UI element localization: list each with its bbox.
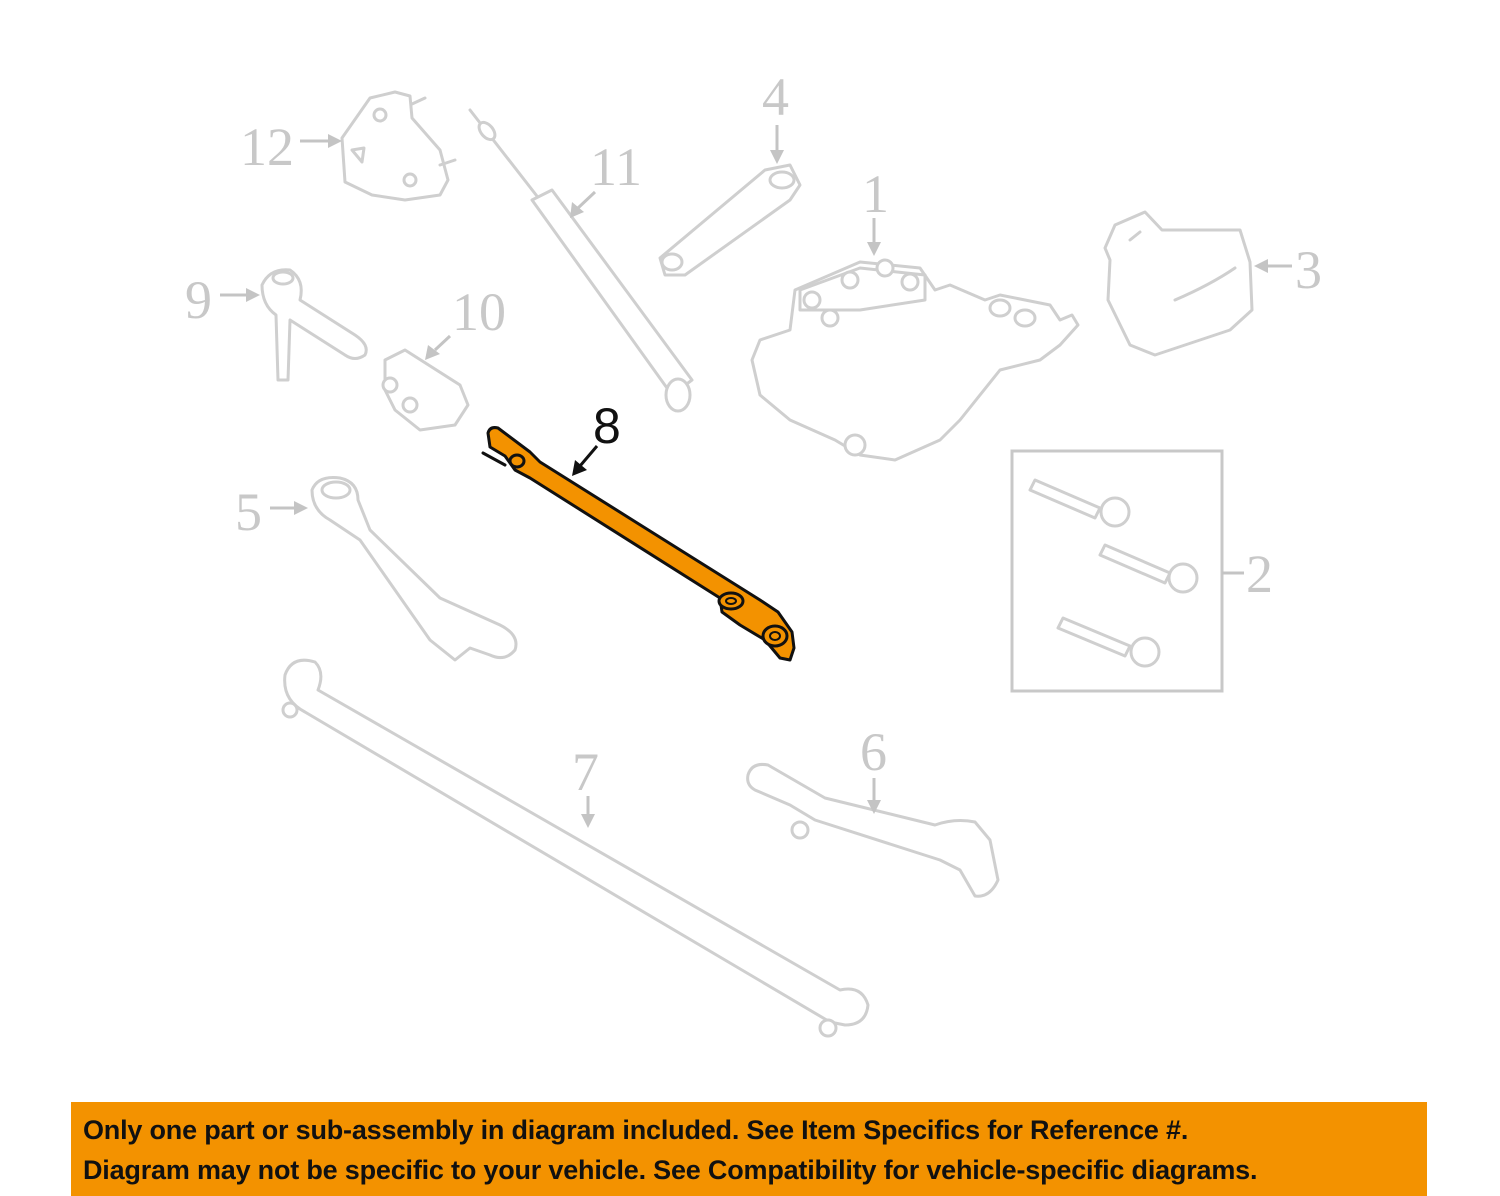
callout-7: 7 <box>572 742 599 802</box>
part-1-steering-gear: 1 <box>750 164 1080 462</box>
callout-12: 12 <box>240 117 294 177</box>
part-4-pitman-arm: 4 <box>658 67 802 277</box>
callout-9: 9 <box>185 270 212 330</box>
callout-4: 4 <box>762 67 789 127</box>
callout-2: 2 <box>1246 544 1273 604</box>
callout-10: 10 <box>452 282 506 342</box>
parts-diagram: 12 11 4 1 <box>185 67 1322 1038</box>
part-12-bracket: 12 <box>240 90 457 202</box>
disclaimer-line-1: Only one part or sub-assembly in diagram… <box>83 1115 1189 1145</box>
part-3-shield-cover: 3 <box>1103 210 1322 357</box>
callout-1: 1 <box>862 164 889 224</box>
callout-6: 6 <box>860 722 887 782</box>
part-11-steering-damper: 11 <box>468 108 694 413</box>
disclaimer-banner: Only one part or sub-assembly in diagram… <box>71 1102 1427 1196</box>
callout-5: 5 <box>235 482 262 542</box>
callout-3: 3 <box>1295 240 1322 300</box>
part-5-drag-link-end: 5 <box>235 476 518 662</box>
callout-11: 11 <box>590 137 642 197</box>
callout-8: 8 <box>593 398 621 454</box>
part-8-drag-link-highlighted: 8 <box>481 398 796 662</box>
part-2-bolt-kit: 2 <box>1010 449 1273 693</box>
disclaimer-line-2: Diagram may not be specific to your vehi… <box>83 1155 1258 1185</box>
part-10-adjusting-sleeve: 10 <box>381 282 506 432</box>
part-9-tie-rod-end: 9 <box>185 268 368 382</box>
part-6-tie-rod-end: 6 <box>746 722 1000 898</box>
part-7-tie-rod: 7 <box>281 658 870 1038</box>
